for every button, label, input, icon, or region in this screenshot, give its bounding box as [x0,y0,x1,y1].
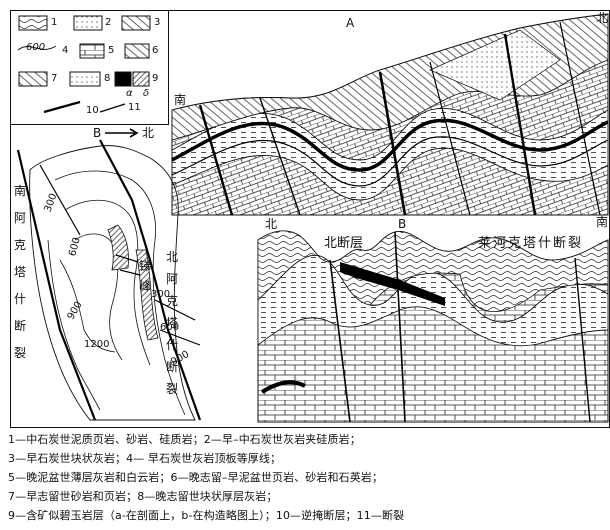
legend-num: 11 [128,102,141,113]
legend-sub-b: δ [143,88,150,99]
legend-frame [10,10,169,125]
legend-num: 1 [51,17,58,28]
south-akta-fault-label: 南阿克塔什断裂 [13,184,26,360]
contour-label: 1200 [84,339,110,350]
legend-num: 2 [105,17,112,28]
ti-feng-label: 锑峰 [138,259,151,293]
legend-sub-a: α [126,88,133,99]
section-b-artwork [257,230,609,423]
caption-line: 7—早志留世砂岩和页岩；8—晚志留世块状厚层灰岩； [8,490,278,503]
contour-label: 600 [160,322,180,333]
section-a-label: A [346,16,355,30]
south-label-section-a: 南 [174,93,187,107]
caption-line: 9—含矿似碧玉岩层（a-在剖面上，b-在构造略图上）；10—逆掩断层；11—断裂 [8,509,405,522]
laihe-fault-label: 莱河克塔什断裂 [478,236,584,251]
contour-label: 300 [151,289,171,300]
legend-num: 6 [152,45,159,56]
legend-num: 3 [154,17,161,28]
north-akta-fault-label: 北阿克塔什断裂 [165,250,178,396]
north-fault-label: 北断层 [324,236,364,251]
caption-line: 1—中石炭世泥质页岩、砂岩、硅质岩；2—早–中石炭世灰岩夹硅质岩； [8,433,361,446]
section-b-label: B [398,217,407,231]
legend-num: 10 [86,105,99,116]
legend-num: 8 [104,73,111,84]
legend-num: 5 [108,45,115,56]
map-b-label: B [93,126,102,140]
legend-contour-value: 600 [26,42,46,53]
north-label-top: 北 [596,11,609,25]
section-a-artwork [171,13,609,216]
caption-line: 3—早石炭世块状灰岩；4— 早石炭世灰岩顶板等厚线； [8,452,282,465]
structural-map-artwork [16,128,202,421]
legend-artwork [17,15,151,114]
map-north-arrow-label: 北 [142,126,155,140]
north-label-section-b: 北 [265,217,278,231]
caption-line: 5—晚泥盆世薄层灰岩和白云岩；6—晚志留–早泥盆世页岩、砂岩和石英岩； [8,471,383,484]
legend-num: 7 [51,73,58,84]
legend-num: 9 [152,73,159,84]
legend-num: 4 [62,45,69,56]
south-label-section-b: 南 [596,215,609,229]
